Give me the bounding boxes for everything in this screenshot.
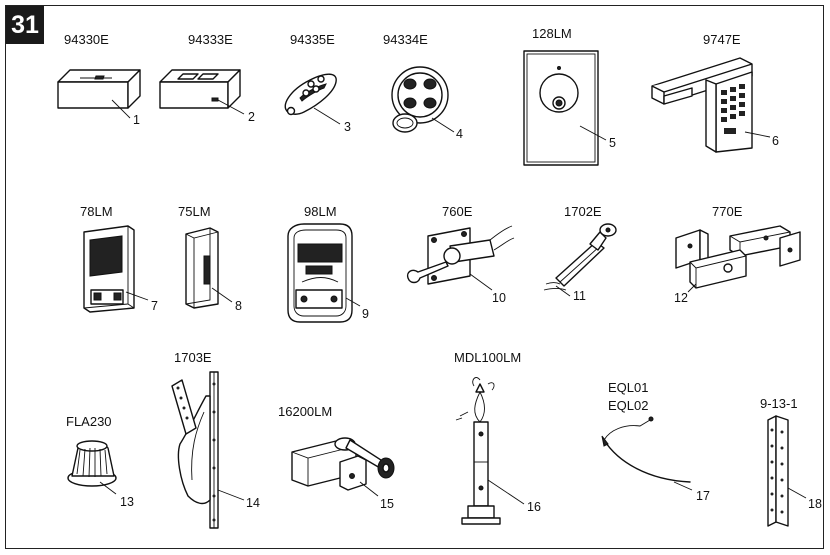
model-label-9747e: 9747E — [703, 32, 741, 47]
model-label-78lm: 78LM — [80, 204, 113, 219]
part-760e: 760E 10 — [406, 204, 515, 305]
part-mdl100lm: MDL100LM 16 — [454, 350, 541, 525]
callout-4: 4 — [456, 127, 463, 141]
part-94333e: 94333E 2 — [159, 32, 255, 124]
part-94330e: 94330E 1 — [57, 32, 141, 127]
callout-12: 12 — [674, 291, 688, 305]
part-94334e: 94334E 4 — [383, 32, 463, 141]
callout-17: 17 — [696, 489, 710, 503]
part-78lm: 78LM 7 — [80, 204, 158, 313]
part-eql01-eql02: EQL01 EQL02 17 — [601, 380, 710, 503]
callout-10: 10 — [492, 291, 506, 305]
part-fla230: FLA230 13 — [66, 414, 134, 509]
model-label-1703e: 1703E — [174, 350, 212, 365]
callout-14: 14 — [246, 496, 260, 510]
part-94335e: 94335E 3 — [284, 32, 351, 134]
part-75lm: 75LM 8 — [178, 204, 242, 313]
model-label-128lm: 128LM — [532, 26, 572, 41]
callout-2: 2 — [248, 110, 255, 124]
callout-9: 9 — [362, 307, 369, 321]
callout-13: 13 — [120, 495, 134, 509]
part-128lm: 128LM 5 — [523, 26, 616, 166]
model-label-eql01: EQL01 — [608, 380, 648, 395]
model-label-75lm: 75LM — [178, 204, 211, 219]
part-770e: 770E 12 — [674, 204, 801, 305]
callout-3: 3 — [344, 120, 351, 134]
model-label-eql02: EQL02 — [608, 398, 648, 413]
model-label-94330e: 94330E — [64, 32, 109, 47]
callout-5: 5 — [609, 136, 616, 150]
figure-frame — [5, 5, 824, 549]
model-label-1702e: 1702E — [564, 204, 602, 219]
model-label-mdl100lm: MDL100LM — [454, 350, 521, 365]
part-9747e: 9747E 6 — [651, 32, 779, 153]
model-label-9-13-1: 9-13-1 — [760, 396, 798, 411]
model-label-94334e: 94334E — [383, 32, 428, 47]
callout-6: 6 — [772, 134, 779, 148]
part-16200lm: 16200LM 15 — [278, 404, 395, 511]
part-98lm: 98LM 9 — [287, 204, 369, 323]
callout-15: 15 — [380, 497, 394, 511]
callout-1: 1 — [133, 113, 140, 127]
model-label-16200lm: 16200LM — [278, 404, 332, 419]
model-label-fla230: FLA230 — [66, 414, 112, 429]
callout-11: 11 — [573, 289, 586, 303]
callout-7: 7 — [151, 299, 158, 313]
model-label-94335e: 94335E — [290, 32, 335, 47]
callout-16: 16 — [527, 500, 541, 514]
part-9-13-1: 9-13-1 18 — [760, 396, 822, 527]
model-label-94333e: 94333E — [188, 32, 233, 47]
model-label-98lm: 98LM — [304, 204, 337, 219]
model-label-770e: 770E — [712, 204, 743, 219]
model-label-760e: 760E — [442, 204, 473, 219]
figure-number-badge: 31 — [6, 6, 44, 44]
part-1703e: 1703E 14 — [171, 350, 260, 529]
callout-18: 18 — [808, 497, 822, 511]
part-1702e: 1702E 11 — [543, 204, 617, 303]
callout-8: 8 — [235, 299, 242, 313]
